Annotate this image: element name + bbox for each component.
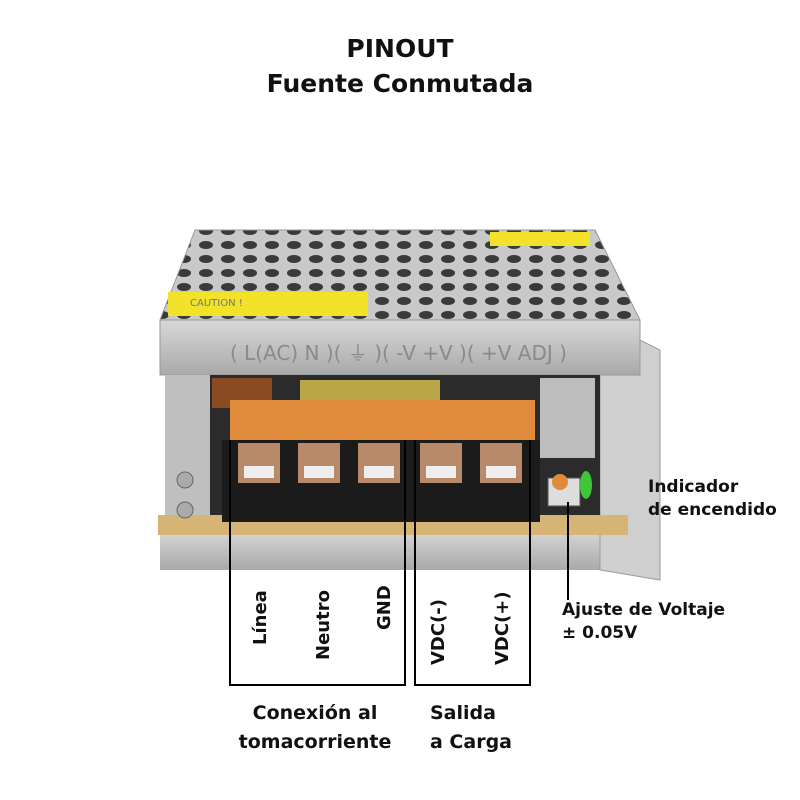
terminal-label-linea: Línea — [250, 590, 271, 645]
page-subtitle: Fuente Conmutada — [266, 69, 534, 98]
terminal-label-vdc-pos: VDC(+) — [492, 591, 513, 665]
adjust-label-line1: Ajuste de Voltaje — [562, 600, 726, 620]
input-group-line2: tomacorriente — [238, 731, 392, 753]
indicator-label: Indicador de encendido — [648, 476, 777, 522]
page-title: PINOUT — [346, 34, 454, 63]
terminal-label-neutro: Neutro — [313, 590, 334, 660]
output-group-line1: Salida — [430, 702, 496, 724]
caution-text: CAUTION ! — [190, 298, 243, 309]
input-group-label: Conexión al tomacorriente — [205, 699, 425, 757]
caution-label — [168, 292, 368, 316]
output-group-line2: a Carga — [430, 731, 512, 753]
terminal-screws — [238, 443, 522, 483]
adjust-label-line2: ± 0.05V — [562, 623, 638, 643]
terminal-label-gnd: GND — [374, 585, 395, 630]
front-markings: ( L(AC) N )( ⏚ )( -V +V )( +V ADJ ) — [230, 341, 567, 365]
output-group-label: Salida a Carga — [430, 699, 512, 757]
output-group-bracket — [414, 440, 531, 686]
input-group-line1: Conexión al — [252, 702, 378, 724]
case-bottom — [160, 530, 630, 570]
indicator-label-line2: de encendido — [648, 500, 777, 520]
power-led — [580, 471, 592, 499]
indicator-label-line1: Indicador — [648, 477, 739, 497]
input-group-bracket — [229, 440, 406, 686]
caution-label-2 — [490, 232, 590, 246]
front-plate — [159, 319, 641, 376]
adjust-label: Ajuste de Voltaje ± 0.05V — [562, 599, 725, 645]
terminal-cover — [230, 400, 535, 440]
terminal-label-vdc-neg: VDC(-) — [428, 598, 449, 665]
